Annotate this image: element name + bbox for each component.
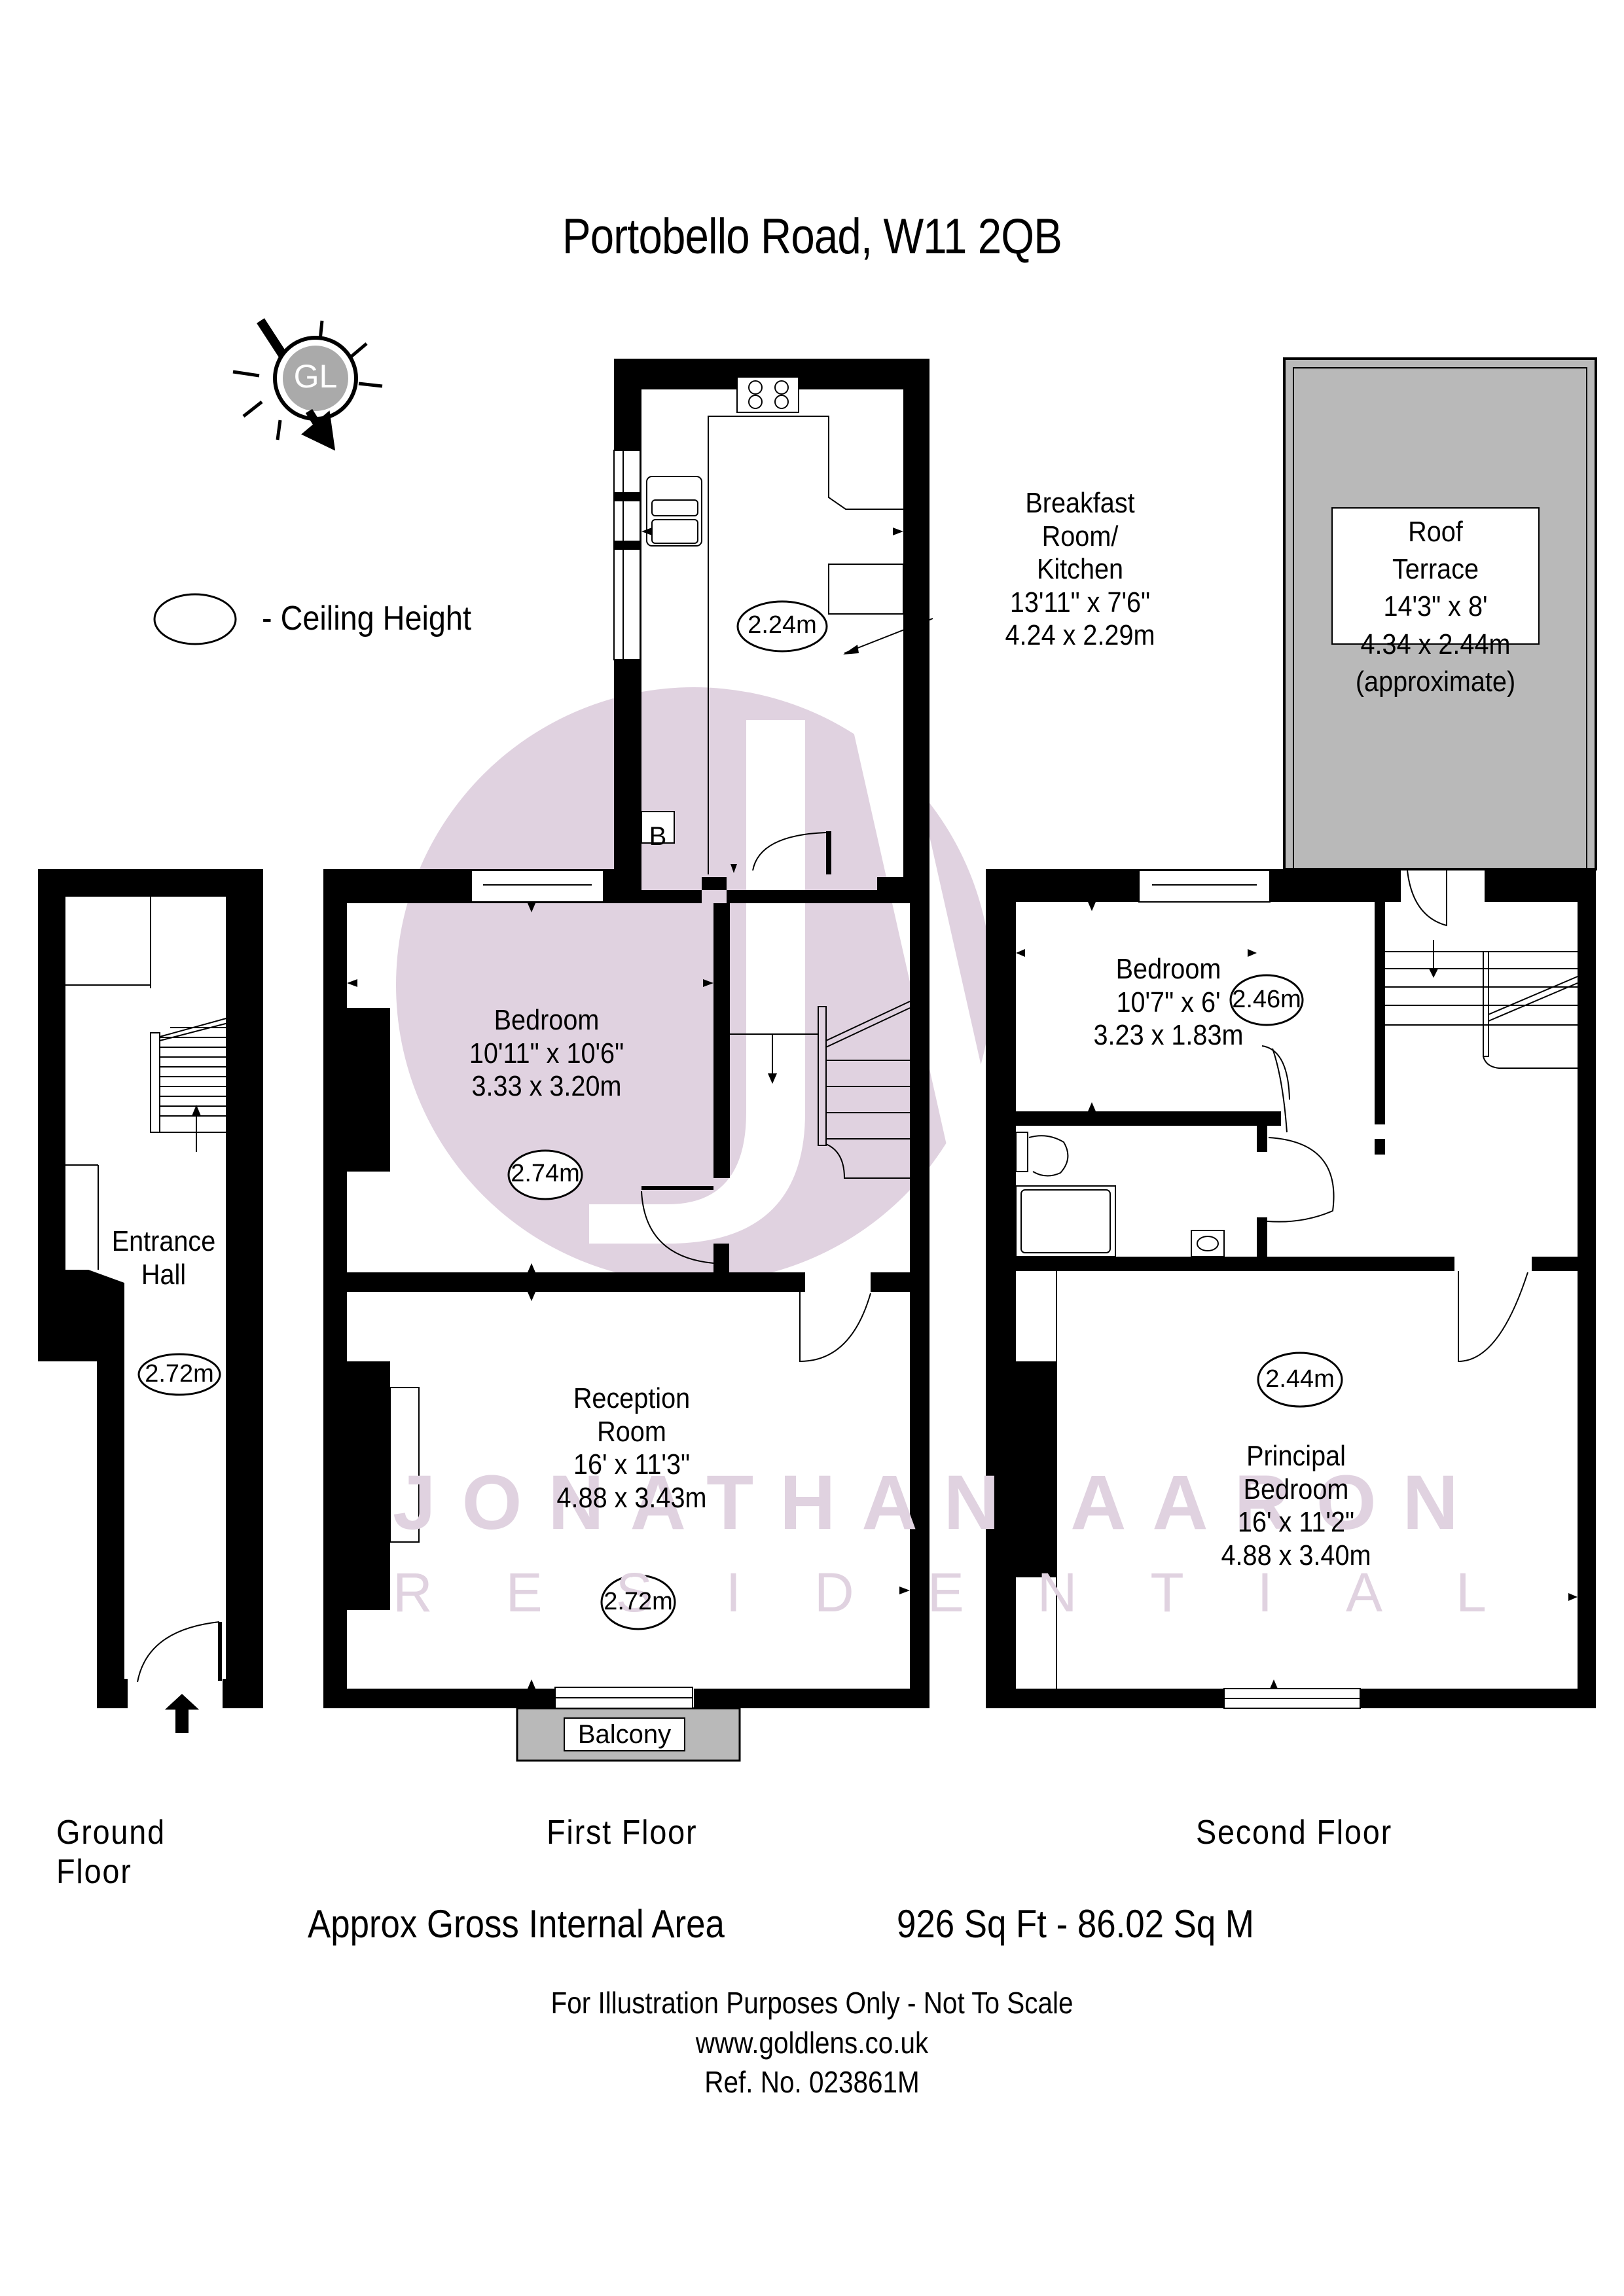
disclaimer-text: For Illustration Purposes Only - Not To … [550, 1986, 1074, 2020]
website-link[interactable]: www.goldlens.co.uk [695, 2025, 929, 2060]
room-metric: 4.88 x 3.40m [1221, 1539, 1371, 1571]
room-reception: Reception Room 16' x 11'3" 4.88 x 3.43m [511, 1382, 753, 1515]
room-entrance-hall: Entrance Hall [93, 1225, 234, 1291]
room-imperial: 10'7" x 6' [1116, 986, 1221, 1018]
first-floor-plan [323, 359, 933, 1762]
room-name: Bedroom [1115, 953, 1221, 985]
ceiling-height-value: 2.74m [511, 1160, 580, 1187]
room-principal-bedroom: Principal Bedroom 16' x 11'2" 4.88 x 3.4… [1184, 1440, 1408, 1572]
floor-label-second: Second Floor [1196, 1814, 1392, 1852]
room-imperial: 10'11" x 10'6" [469, 1037, 624, 1069]
area-value: 926 Sq Ft - 86.02 Sq M [897, 1902, 1254, 1946]
room-note: (approximate) [1355, 665, 1516, 698]
room-name: Principal [1246, 1440, 1346, 1472]
page-title: Portobello Road, W11 2QB [562, 209, 1062, 264]
room-kitchen: Breakfast Room/ Kitchen 13'11" x 7'6" 4.… [962, 487, 1198, 653]
compass-logo-text: GL [293, 358, 338, 395]
room-imperial: 14'3" x 8' [1383, 590, 1488, 623]
room-bedroom-second-floor: Bedroom 10'7" x 6' 3.23 x 1.83m [1060, 953, 1278, 1052]
room-name: Reception [573, 1382, 691, 1414]
ceiling-height-value: 2.46m [1232, 986, 1301, 1013]
room-imperial: 16' x 11'3" [573, 1448, 691, 1481]
ceiling-height-value: 2.24m [748, 611, 817, 639]
room-imperial: 16' x 11'2" [1237, 1506, 1355, 1539]
ceiling-height-value: 2.72m [604, 1588, 673, 1615]
room-metric: 3.23 x 1.83m [1093, 1019, 1244, 1052]
boiler-label: B [649, 822, 667, 851]
watermark-brand: JONATHAN AARON [393, 1460, 1485, 1546]
footer: For Illustration Purposes Only - Not To … [98, 1983, 1526, 2102]
room-metric: 4.88 x 3.43m [556, 1481, 707, 1514]
room-balcony: Balcony [577, 1720, 672, 1749]
room-name: Room [597, 1415, 666, 1448]
reference-number: Ref. No. 023861M [704, 2065, 920, 2100]
room-name: Roof [1408, 516, 1463, 548]
sun-compass-icon [232, 318, 383, 451]
room-name: Room/ [1041, 520, 1119, 552]
ceiling-height-value: 2.44m [1265, 1365, 1335, 1393]
room-metric: 4.34 x 2.44m [1360, 628, 1511, 660]
ceiling-height-legend-icon [153, 593, 237, 645]
room-name: Hall [141, 1258, 187, 1291]
second-floor-plan [986, 357, 1597, 1709]
ceiling-height-ellipses [137, 600, 1343, 1630]
room-name: Kitchen [1036, 553, 1124, 586]
floor-label-ground: Ground Floor [56, 1814, 166, 1891]
watermark-subtitle: RESIDENTIAL [393, 1562, 1560, 1623]
room-name: Bedroom [1243, 1473, 1349, 1505]
ground-floor-plan [38, 869, 263, 1733]
floor-label-first: First Floor [547, 1814, 698, 1852]
room-metric: 3.33 x 3.20m [471, 1070, 622, 1103]
room-name: Breakfast [1025, 487, 1135, 519]
area-label: Approx Gross Internal Area [308, 1902, 725, 1946]
room-metric: 4.24 x 2.29m [1005, 619, 1155, 652]
watermark-logo-circle [396, 687, 1021, 1283]
ceiling-height-value: 2.72m [145, 1360, 214, 1388]
room-name: Terrace [1392, 553, 1479, 586]
ceiling-height-legend-label: - Ceiling Height [262, 600, 471, 637]
room-roof-terrace: Roof Terrace 14'3" x 8' 4.34 x 2.44m (ap… [1343, 513, 1528, 700]
room-imperial: 13'11" x 7'6" [1009, 586, 1151, 619]
room-name: Entrance [111, 1225, 216, 1257]
room-name: Bedroom [494, 1004, 600, 1036]
room-bedroom-first-floor: Bedroom 10'11" x 10'6" 3.33 x 3.20m [432, 1004, 662, 1103]
